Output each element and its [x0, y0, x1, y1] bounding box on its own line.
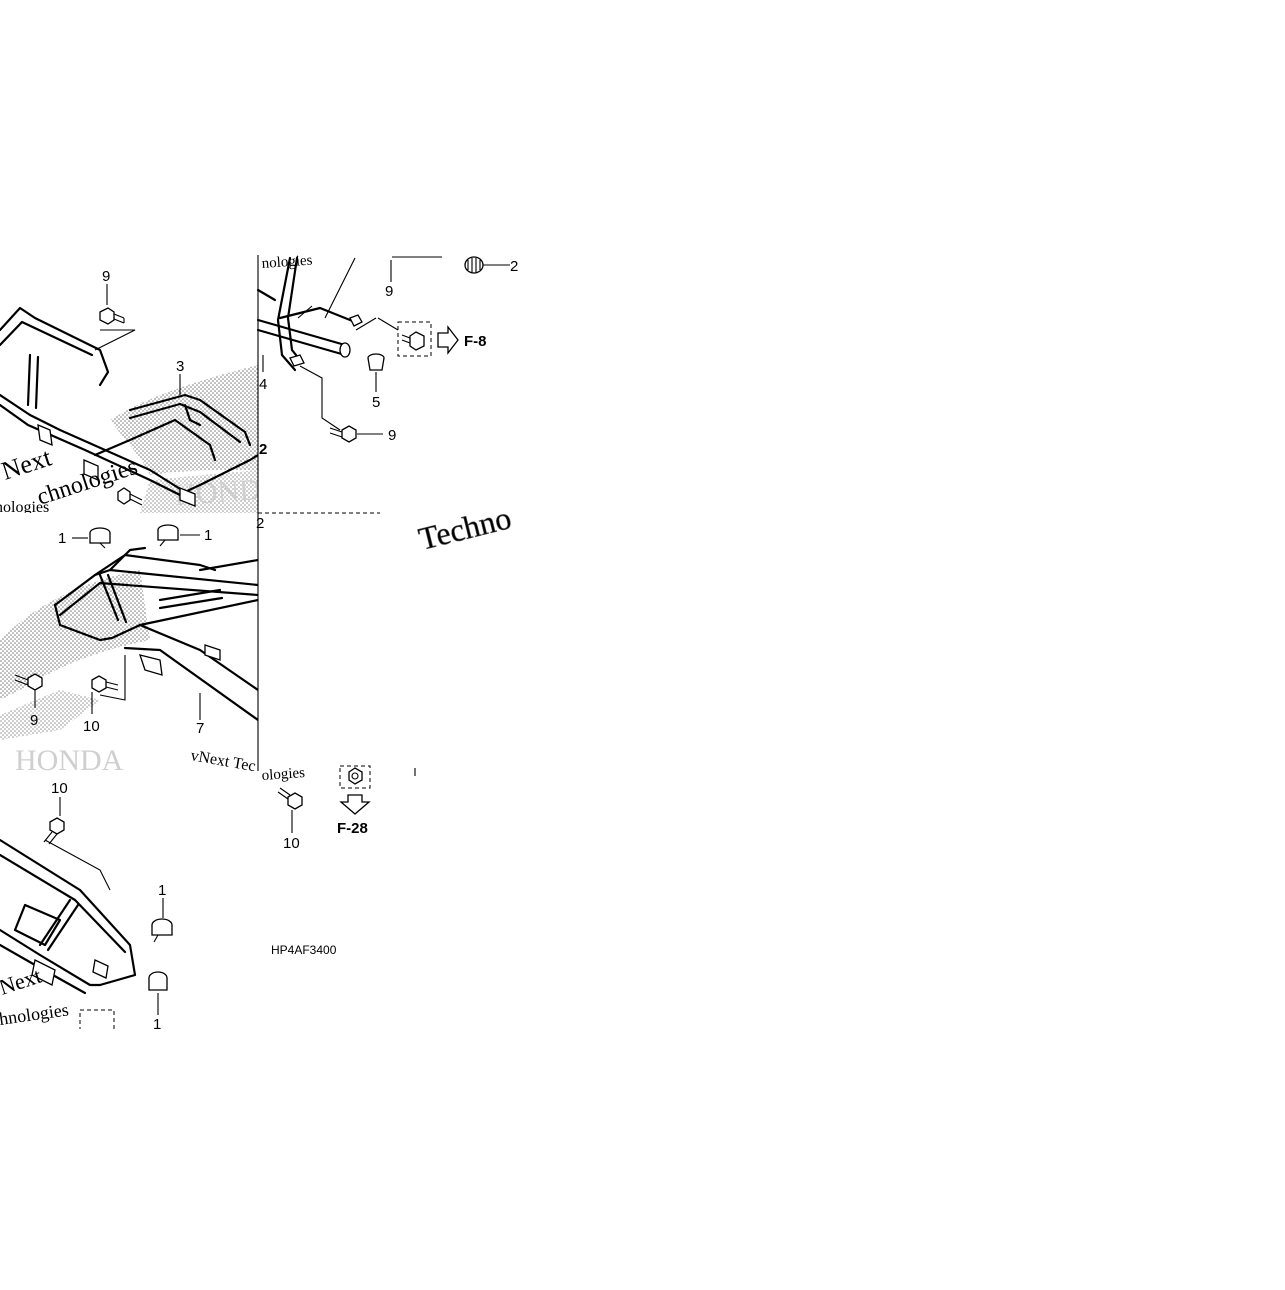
bolt-9-top — [99, 307, 125, 325]
nut-f28 — [339, 765, 371, 789]
callout-10-mid: 10 — [83, 718, 100, 735]
watermark-next-bottom: Next — [0, 963, 44, 1000]
callout-1-right: 1 — [204, 527, 212, 544]
callout-2-inset-top: 2 — [510, 258, 518, 275]
reference-f8: F-8 — [464, 333, 487, 350]
callout-9-mid: 9 — [30, 712, 38, 729]
bolt-9-mid — [14, 673, 43, 691]
callout-10-bottom: 10 — [51, 780, 68, 797]
callout-2-cut: 2 — [256, 515, 264, 532]
arrow-to-f8 — [437, 325, 459, 355]
inset-lower-detail: ologies — [257, 513, 416, 833]
honda-wing-logo-watermark: HONDA — [110, 365, 258, 513]
bolt-9-inset — [329, 425, 357, 443]
arrow-to-f28 — [339, 794, 371, 815]
watermark-ologies-bottom: ologies — [261, 765, 306, 784]
watermark-vnext-tec: vNext Tec — [189, 747, 257, 775]
bolt-10-bottom — [43, 817, 65, 845]
panel-front-carrier: HONDA — [0, 524, 258, 777]
callout-5: 5 — [372, 394, 380, 411]
callout-10-inset-bottom: 10 — [283, 835, 300, 852]
rubber-mount-1-bottom-a — [151, 918, 173, 943]
reference-f28: F-28 — [337, 820, 368, 837]
inset-frame-tubes — [256, 256, 363, 372]
rubber-mount-1-left — [89, 527, 111, 549]
callout-9-inset-mid: 9 — [388, 427, 396, 444]
panel-lower-frame: Next hnologies — [0, 797, 173, 1029]
watermark-techno: Techno — [415, 499, 515, 557]
watermark-hnologies: hnologies — [0, 999, 70, 1029]
callout-1-bottom-a: 1 — [158, 882, 166, 899]
lower-frame-assembly — [0, 838, 137, 995]
callout-1-bottom-b: 1 — [153, 1016, 161, 1033]
panel-rear-carrier: HONDA Next chnologies nolog — [0, 284, 258, 516]
grommet-2-top — [464, 256, 484, 274]
rubber-mount-1-right — [157, 524, 179, 547]
callout-2-left: 2 — [259, 441, 267, 458]
honda-logo-text-mid: HONDA — [15, 744, 124, 777]
callout-9-top: 9 — [102, 268, 110, 285]
bolt-lower-left — [117, 487, 143, 506]
watermark-nologies-left: nologies — [0, 499, 49, 516]
bolt-10-inset — [277, 787, 303, 810]
plug-5 — [367, 353, 385, 371]
watermark-ologies-top: nologies — [261, 252, 313, 272]
callout-7: 7 — [196, 720, 204, 737]
rubber-mount-1-bottom-b — [148, 971, 168, 991]
honda-wing-logo-watermark-mid: HONDA — [0, 570, 150, 777]
callout-4: 4 — [259, 376, 267, 393]
rear-carrier-frame — [0, 306, 258, 507]
front-carrier-frame — [53, 546, 258, 722]
callout-1-left: 1 — [58, 530, 66, 547]
drawing-code: HP4AF3400 — [271, 943, 337, 957]
bolt-f8 — [397, 321, 432, 357]
bolt-10-mid — [91, 675, 119, 693]
callout-3: 3 — [176, 358, 184, 375]
watermark-next: Next — [0, 442, 56, 485]
callout-9-inset-top: 9 — [385, 283, 393, 300]
